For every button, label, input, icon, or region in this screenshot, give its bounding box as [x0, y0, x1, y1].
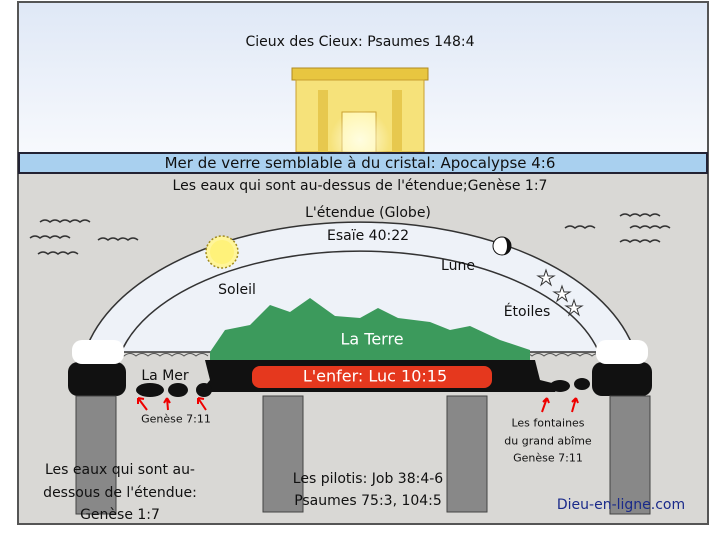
springs-left-ref: Genèse 7:11	[141, 412, 211, 426]
stars-label: Étoiles	[503, 304, 551, 320]
sun-label: Soleil	[218, 282, 256, 298]
glass-sea-band	[18, 152, 708, 174]
sun-icon	[205, 235, 239, 269]
arrows-left	[137, 397, 207, 411]
earth-land	[210, 298, 530, 362]
springs-right-line2: du grand abîme	[504, 434, 592, 448]
waters-below-line3: Genèse 1:7	[80, 507, 160, 523]
pillars-line2: Psaumes 75:3, 104:5	[294, 493, 442, 509]
glass-sea-label: Mer de verre semblable à du cristal: Apo…	[164, 154, 556, 172]
firmament-ref: Esaïe 40:22	[326, 228, 410, 244]
watermark: Dieu-en-ligne.com	[556, 497, 686, 513]
springs-right-ref: Genèse 7:11	[513, 451, 583, 465]
abyss-rocks	[68, 362, 652, 397]
waves-left-icon	[29, 219, 139, 255]
sea-label: La Mer	[141, 368, 189, 384]
arrows-right	[541, 397, 579, 413]
heaven-label: Cieux des Cieux: Psaumes 148:4	[245, 34, 475, 50]
hell-label: L'enfer: Luc 10:15	[302, 366, 448, 386]
waves-right-icon	[564, 213, 671, 243]
pillars-line1: Les pilotis: Job 38:4-6	[292, 471, 444, 487]
earth-label: La Terre	[340, 329, 404, 349]
moon-icon	[492, 236, 512, 256]
temple-icon	[291, 67, 429, 170]
pillars	[75, 395, 651, 515]
waters-above-label: Les eaux qui sont au-dessus de l'étendue…	[172, 178, 548, 194]
snow-caps	[72, 340, 648, 364]
stars-icon	[536, 268, 584, 317]
moon-label: Lune	[441, 258, 475, 274]
springs-right-line1: Les fontaines	[511, 416, 585, 430]
firmament-inner	[119, 250, 601, 356]
waters-below-line1: Les eaux qui sont au-	[45, 462, 195, 478]
firmament-title: L'étendue (Globe)	[305, 205, 431, 221]
waters-below-line2: dessous de l'étendue:	[43, 485, 197, 501]
hell-area	[252, 366, 492, 388]
